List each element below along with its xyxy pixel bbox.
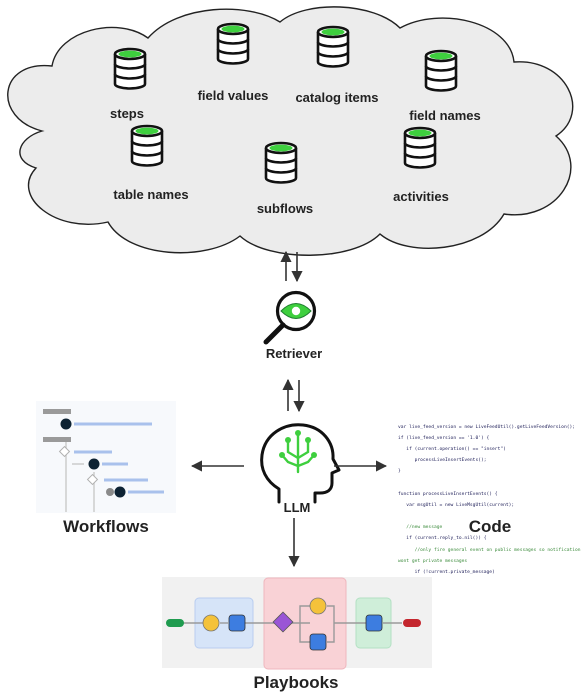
code-line: function processLiveInsertEvents() { [398,491,498,497]
code-line: var msgUtil = new LiveMsgUtil(current); [398,502,515,508]
code-line: if (current.reply_to.nil()) { [398,536,487,542]
code-line: wont get private messages [398,558,468,564]
database-icon-table-names [130,124,164,167]
code-line [398,514,583,520]
retriever-magnifier-icon [263,290,317,345]
cloud-label-field-values: field values [197,88,269,103]
workflows-thumbnail [36,401,176,513]
code-line: //new message [398,525,443,531]
cloud-label-steps: steps [110,106,144,121]
cloud-label-catalog-items: catalog items [295,90,379,105]
code-line: if (!current.private_message) [398,570,495,576]
database-icon-steps [113,47,147,90]
knowledge-cloud [7,6,574,256]
code-line: processLiveInsertEvents(); [398,458,487,464]
cloud-label-activities: activities [393,189,449,204]
database-icon-catalog-items [316,25,350,68]
code-snippet: var live_feed_version = new LiveFeedUtil… [398,419,583,581]
cloud-label-table-names: table names [113,187,189,202]
cloud-label-subflows: subflows [256,201,314,216]
playbooks-label: Playbooks [253,673,339,692]
playbooks-thumbnail [162,577,432,670]
llm-label: LLM [283,500,311,515]
database-icon-field-names [424,49,458,92]
database-icon-field-values [216,22,250,65]
database-icon-activities [403,126,437,169]
database-icon-subflows [264,141,298,184]
workflows-label: Workflows [63,517,149,536]
llm-head-icon [260,423,341,504]
code-line: //only fire general event on public mess… [398,547,581,553]
cloud-label-field-names: field names [409,108,481,123]
code-line: if (live_feed_version == '1.0') { [398,435,490,441]
code-line: } [398,469,401,475]
code-line: if (current.operation() == "insert") [398,446,506,452]
retriever-label: Retriever [265,346,323,361]
code-line [398,481,583,487]
code-label: Code [468,517,512,536]
code-line: var live_feed_version = new LiveFeedUtil… [398,424,576,430]
